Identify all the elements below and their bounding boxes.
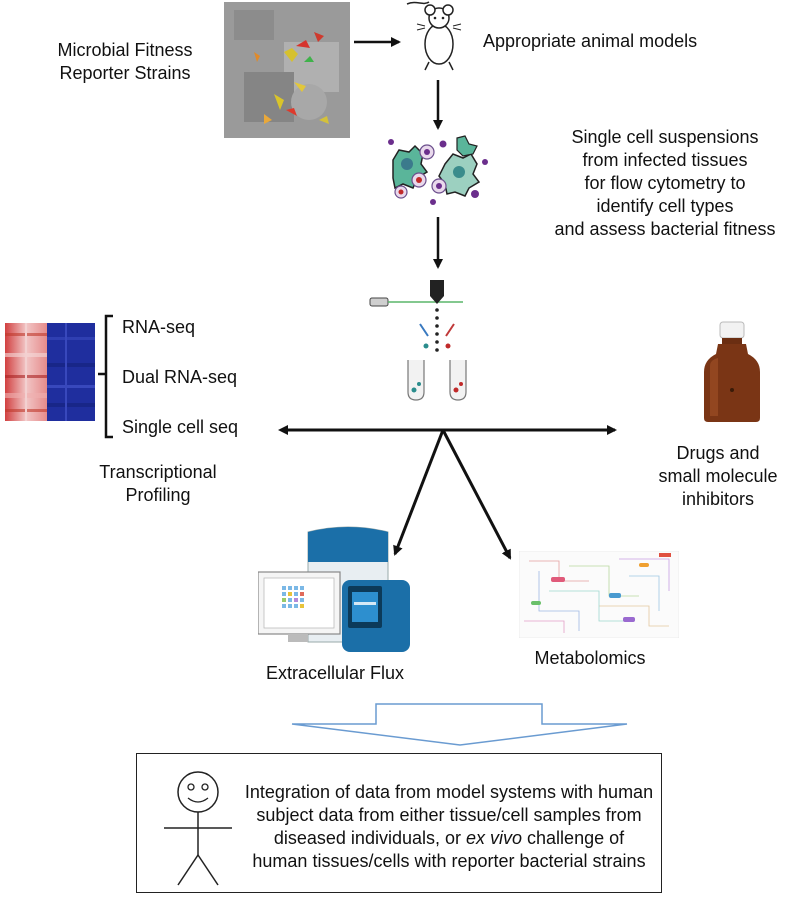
integration-box: [136, 753, 662, 893]
arrow-to-metabolomics: [441, 429, 512, 560]
seq-bracket: [98, 314, 113, 439]
stick-figure-icon: [164, 771, 232, 886]
integration-down-arrow: [291, 703, 628, 746]
animal-models-label: Appropriate animal models: [483, 31, 698, 51]
integration-text-end: challenge of human tissues/cells with re…: [252, 828, 646, 871]
metabolic-map-icon: [519, 551, 679, 638]
mouse-icon: [406, 1, 462, 71]
integration-text: Integration of data from model systems w…: [244, 781, 654, 873]
drugs-label: Drugs and small molecule inhibitors: [658, 443, 778, 509]
cells-icon: [388, 135, 488, 205]
heatmap-icon: [5, 323, 95, 421]
reporter-strains-label: Microbial Fitness Reporter Strains: [57, 40, 193, 83]
transcriptional-profiling-label: Transcriptional Profiling: [99, 462, 217, 505]
single-cell-label: Single cell suspensions from infected ti…: [554, 127, 776, 239]
flow-cytometer-icon: [369, 280, 467, 401]
extracellular-flux-label: Extracellular Flux: [265, 663, 405, 683]
instrument-icon: [258, 526, 410, 652]
seq-item-dual-rna-seq: Dual RNA-seq: [122, 367, 238, 387]
seq-item-single-cell-seq: Single cell seq: [122, 417, 239, 437]
arrow-to-flux: [393, 429, 445, 556]
microscopy-image: [224, 2, 350, 138]
bottle-icon: [704, 321, 760, 422]
metabolomics-label: Metabolomics: [534, 648, 646, 668]
integration-text-start: Integration of data from model systems w…: [244, 782, 654, 848]
integration-text-italic: ex vivo: [466, 828, 523, 848]
seq-item-rna-seq: RNA-seq: [122, 317, 196, 337]
